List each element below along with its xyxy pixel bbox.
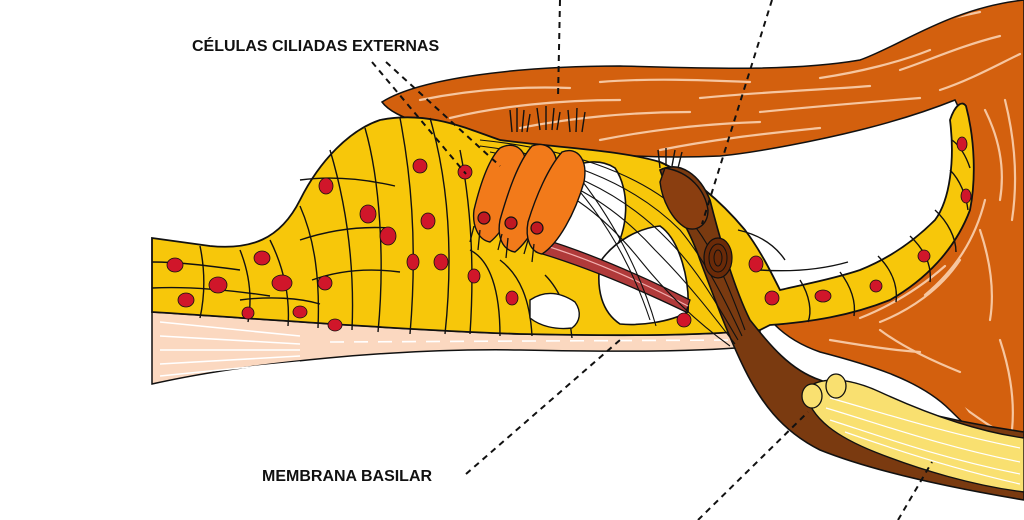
outer-hair-cells — [469, 143, 586, 263]
label-basilar-membrane: MEMBRANA BASILAR — [262, 468, 433, 485]
cell-nuclei — [166, 136, 972, 332]
dashed-leader-line-icon — [371, 61, 467, 175]
pillar-rods — [535, 237, 691, 313]
inner-hair-cell-nucleus — [703, 237, 733, 279]
dashed-leader-line-icons — [371, 0, 933, 520]
label-outer-hair-cells: CÉLULAS CILIADAS EXTERNAS — [192, 38, 440, 55]
stereocilia-tuft-icon — [509, 108, 531, 133]
stereocilia-tuft-icon — [657, 148, 683, 169]
dashed-leader-line-icon — [465, 339, 621, 475]
ganglion-cell-2 — [825, 373, 847, 399]
dashed-leader-line-icon — [557, 0, 561, 99]
spiral-ganglion-fibers — [801, 373, 1024, 493]
ganglion-cell-1 — [801, 383, 823, 409]
inner-hair-cell — [659, 167, 709, 230]
dashed-leader-line-icon — [385, 61, 501, 167]
cell-boundaries — [151, 117, 971, 339]
stereocilia-tuft-icon — [567, 107, 586, 133]
dashed-leader-line-icon — [897, 461, 933, 520]
basilar-fibers — [159, 321, 741, 377]
stereocilia-tuft-icon — [536, 106, 561, 131]
dashed-leader-line-icon — [697, 411, 809, 520]
stereocilia-tuft-icons — [509, 106, 683, 169]
